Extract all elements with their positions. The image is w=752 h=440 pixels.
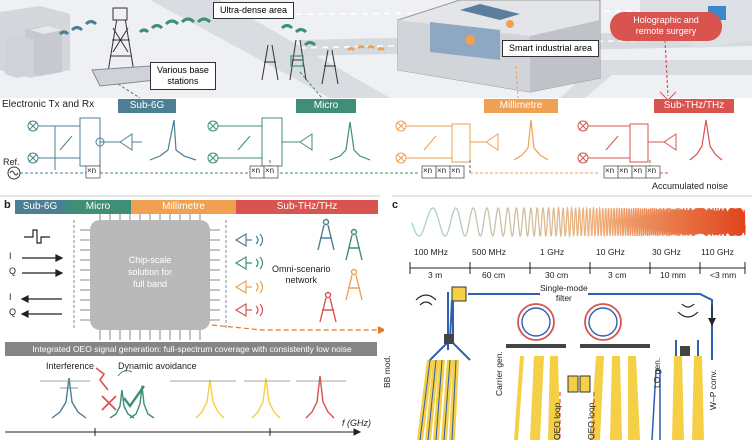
accumulated-noise-label: Accumulated noise — [652, 181, 729, 191]
band-tag-subthz: Sub-THz/THz — [654, 99, 734, 113]
multiplier-boxes — [85, 165, 661, 179]
spike-mmw — [513, 119, 549, 161]
wavelength-tick-label: <3 mm — [710, 270, 737, 280]
chirp-waveform — [411, 205, 746, 239]
freq-tick-label: 1 GHz — [540, 247, 565, 257]
spike-subthz — [689, 119, 723, 161]
bar-subthz: Sub-THz/THz — [236, 200, 378, 214]
freq-axis — [5, 428, 362, 436]
bar-micro: Micro — [65, 200, 131, 214]
wavelength-tick-label: 60 cm — [482, 270, 506, 280]
band-tag-sub6g: Sub-6G — [118, 99, 176, 113]
filter-label: Single-mode filter — [540, 283, 588, 303]
buildings-left — [0, 6, 70, 78]
vertical-label-carrier-gen: Carrier gen. — [494, 351, 504, 396]
factory-box — [397, 0, 601, 93]
io-label-q: Q — [9, 266, 17, 276]
vertical-label-bb-mod: BB mod. — [382, 355, 392, 388]
freq-tick-label: 30 GHz — [652, 247, 681, 257]
signal-waves-orange — [347, 45, 385, 51]
big-tower — [91, 7, 157, 87]
callout-base-stations: Various base stations — [150, 62, 216, 90]
freq-axis-label: f (GHz) — [342, 418, 371, 428]
signal-waves-green — [138, 17, 317, 47]
multiplier-label: ×n — [647, 166, 657, 175]
panel-b-letter: b — [4, 199, 11, 211]
vertical-label-wp-conv: W–P conv. — [708, 369, 718, 410]
circuit-micro — [207, 117, 313, 167]
io-arrows — [20, 229, 64, 318]
callout-holographic: Holographic and remote surgery — [610, 12, 722, 41]
omni-text: Omni-scenario network — [272, 264, 331, 285]
scene-drop-lines — [117, 65, 519, 99]
ref-label: Ref. — [3, 157, 20, 167]
zoom-arrow — [211, 324, 386, 331]
chip-photo — [384, 282, 752, 440]
multiplier-label: ×n — [605, 166, 615, 175]
multiplier-label: ×n — [251, 166, 261, 175]
circuit-mmw — [395, 120, 499, 164]
vertical-label-oeo-loop: OEO loop — [552, 402, 562, 440]
interference-label: Interference — [46, 361, 95, 371]
wavelength-tick-label: 3 cm — [608, 270, 627, 280]
dynamic-avoidance-label: Dynamic avoidance — [118, 361, 197, 371]
wavelength-tick-label: 3 m — [428, 270, 443, 280]
banner-text: Integrated OEO signal generation: full-s… — [32, 344, 352, 354]
vertical-label-lo-gen: LO gen. — [652, 357, 662, 388]
multiplier-label: ×n — [265, 166, 275, 175]
omni-towers — [317, 218, 363, 323]
multiplier-label: ×n — [619, 166, 629, 175]
io-label-i: I — [9, 292, 12, 302]
circuit-sub6g — [27, 117, 142, 170]
band-tag-millimetre: Millimetre — [484, 99, 558, 113]
callout-ultra-dense: Ultra-dense area — [213, 2, 295, 19]
scale-ticks — [409, 262, 746, 274]
circuit-subthz — [577, 120, 677, 164]
wavelength-tick-label: 30 cm — [545, 270, 569, 280]
io-label-i: I — [9, 251, 12, 261]
spike-micro — [329, 121, 371, 161]
freq-tick-label: 110 GHz — [701, 247, 734, 257]
callout-smart-industrial: Smart industrial area — [502, 40, 600, 57]
band-tag-micro: Micro — [296, 99, 356, 113]
panel-c-letter: c — [392, 199, 399, 211]
bar-millimetre: Millimetre — [131, 200, 236, 214]
chip-text: Chip-scale solution for full band — [127, 255, 173, 289]
bottom-spikes — [40, 367, 346, 419]
spike-sub6g — [149, 119, 197, 161]
multiplier-label: ×n — [423, 166, 433, 175]
multiplier-label: ×n — [437, 166, 447, 175]
freq-tick-label: 100 MHz — [414, 247, 449, 257]
freq-tick-label: 10 GHz — [596, 247, 625, 257]
vertical-label-oeo-loop: OEO loop — [586, 402, 596, 440]
multiplier-label: ×n — [451, 166, 461, 175]
zoom-arrowhead — [378, 326, 386, 334]
freq-tick-label: 500 MHz — [472, 247, 507, 257]
multiplier-label: ×n — [633, 166, 643, 175]
io-label-q: Q — [9, 307, 17, 317]
multiplier-label: ×n — [87, 166, 97, 175]
small-towers — [261, 39, 339, 85]
banner-bg — [5, 342, 377, 356]
wavelength-tick-label: 10 mm — [660, 270, 686, 280]
reference-line — [7, 160, 670, 180]
chip — [73, 210, 227, 340]
antennas-b — [234, 232, 264, 318]
electronic-label: Electronic Tx and Rx — [2, 99, 95, 110]
bar-sub6g: Sub-6G — [15, 200, 65, 214]
signal-waves-blue — [58, 20, 98, 36]
